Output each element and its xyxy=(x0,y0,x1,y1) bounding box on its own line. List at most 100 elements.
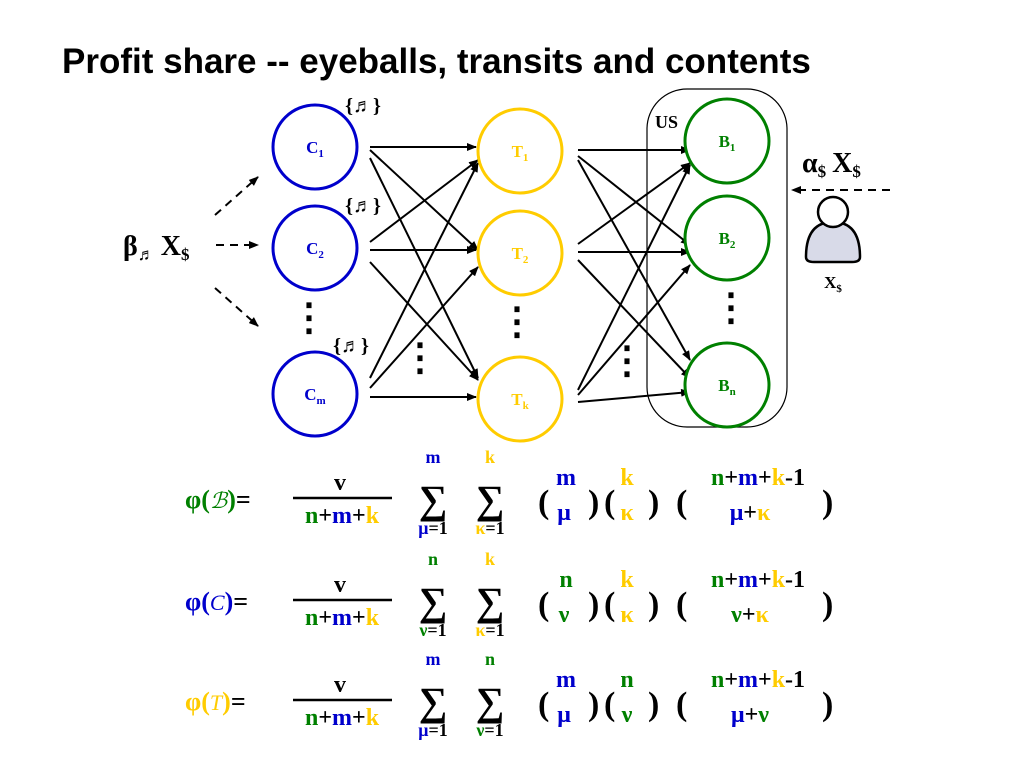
binom-paren: ( xyxy=(538,686,549,723)
sum-sign: ∑ xyxy=(419,477,448,522)
formula-lhs: φ(ℬ)= xyxy=(185,485,251,514)
sum-upper-limit: k xyxy=(485,447,495,467)
transit-eyeball-arrow xyxy=(577,155,691,246)
transit-node-1 xyxy=(476,107,564,195)
binom-top: n xyxy=(620,667,633,693)
formula-denominator: n+m+k xyxy=(305,503,380,529)
sum-lower-limit: κ=1 xyxy=(475,518,504,538)
sum-sign: ∑ xyxy=(476,579,505,624)
binom-bottom: κ xyxy=(620,500,634,526)
sum-lower-limit: μ=1 xyxy=(418,720,447,740)
binom-paren: ) xyxy=(822,484,833,521)
formula-denominator: n+m+k xyxy=(305,705,380,731)
formula-lhs: φ(T)= xyxy=(185,687,246,716)
transit-eyeball-arrow xyxy=(577,388,691,403)
sum-sign: ∑ xyxy=(476,477,505,522)
content-transit-arrow xyxy=(369,261,479,381)
music-set-label-3: {♬} xyxy=(333,335,369,357)
binom-paren: ) xyxy=(648,686,659,723)
binom-paren: ( xyxy=(676,686,687,723)
sum-sign: ∑ xyxy=(419,579,448,624)
page-title: Profit share -- eyeballs, transits and c… xyxy=(62,42,811,81)
transit-eyeball-arrow xyxy=(577,259,691,379)
sum-upper-limit: m xyxy=(426,447,441,467)
binom-paren: ( xyxy=(538,586,549,623)
sum-upper-limit: n xyxy=(428,549,438,569)
binom-top: k xyxy=(620,465,634,491)
us-label: US xyxy=(655,112,678,132)
beta-arrow-down xyxy=(214,287,259,327)
transit-eyeball-arrow xyxy=(577,164,691,391)
binom-top: n xyxy=(559,567,572,593)
binom-bottom: ν xyxy=(558,602,570,628)
binom-paren: ) xyxy=(588,484,599,521)
eyeball-node-label: B2 xyxy=(719,229,736,251)
formula-numerator: v xyxy=(334,470,346,496)
content-transit-arrow xyxy=(369,162,479,379)
binom-top: n+m+k-1 xyxy=(711,567,805,593)
binom-paren: ) xyxy=(822,586,833,623)
content-node-label: C1 xyxy=(306,138,324,160)
binom-top: n+m+k-1 xyxy=(711,667,805,693)
binom-paren: ( xyxy=(604,586,615,623)
sum-sign: ∑ xyxy=(476,679,505,724)
binom-bottom: μ+κ xyxy=(730,500,771,526)
binom-top: m xyxy=(556,667,576,693)
transit-node-label: T2 xyxy=(512,244,529,266)
sum-lower-limit: κ=1 xyxy=(475,620,504,640)
binom-paren: ) xyxy=(648,586,659,623)
eyeball-node-2 xyxy=(683,194,771,282)
link-arrows xyxy=(214,143,890,403)
binom-bottom: ν xyxy=(621,702,633,728)
binom-bottom: μ xyxy=(557,702,571,728)
formula-numerator: v xyxy=(334,572,346,598)
binom-paren: ( xyxy=(538,484,549,521)
binom-paren: ) xyxy=(822,686,833,723)
person-icon xyxy=(804,195,862,264)
transit-node-label: Tk xyxy=(511,390,529,412)
user-label: X$ xyxy=(824,273,842,295)
binom-paren: ) xyxy=(588,686,599,723)
music-set-label-2: {♬} xyxy=(345,195,381,217)
transit-node-3 xyxy=(476,355,564,443)
content-node-3 xyxy=(271,350,359,438)
binom-paren: ) xyxy=(588,586,599,623)
binom-paren: ( xyxy=(604,686,615,723)
profit-share-formulas: φ(ℬ)=vn+m+km∑μ=1k∑κ=1(mμ)(kκ)(n+m+k-1μ+κ… xyxy=(185,447,833,740)
binom-paren: ( xyxy=(676,586,687,623)
sum-sign: ∑ xyxy=(419,679,448,724)
formula-row-3: φ(T)=vn+m+km∑μ=1n∑ν=1(mμ)(nν)(n+m+k-1μ+ν… xyxy=(185,649,833,740)
eyeball-node-3 xyxy=(683,341,771,429)
binom-paren: ( xyxy=(676,484,687,521)
content-node-2 xyxy=(271,204,359,292)
eyeball-node-label: Bn xyxy=(718,376,735,398)
sum-upper-limit: m xyxy=(426,649,441,669)
formula-numerator: v xyxy=(334,672,346,698)
formula-denominator: n+m+k xyxy=(305,605,380,631)
content-transit-arrow xyxy=(369,266,479,389)
binom-bottom: κ xyxy=(620,602,634,628)
transit-eyeball-arrow xyxy=(577,264,691,396)
cross-ellipsis-right: ⋮ xyxy=(608,340,646,382)
transit-eyeball-arrow xyxy=(577,159,691,361)
cross-ellipsis-left: ⋮ xyxy=(401,337,439,379)
sum-upper-limit: k xyxy=(485,549,495,569)
transit-node-2 xyxy=(476,209,564,297)
content-transit-arrow xyxy=(369,157,479,379)
sum-lower-limit: ν=1 xyxy=(418,620,446,640)
binom-bottom: μ+ν xyxy=(731,702,769,728)
eyeball-ellipsis: ⋮ xyxy=(712,287,750,329)
binom-bottom: μ xyxy=(557,500,571,526)
music-set-label-1: {♬} xyxy=(345,95,381,117)
binom-paren: ( xyxy=(604,484,615,521)
sum-upper-limit: n xyxy=(485,649,495,669)
formula-row-2: φ(C)=vn+m+kn∑ν=1k∑κ=1(nν)(kκ)(n+m+k-1ν+κ… xyxy=(185,549,833,640)
beta-arrow-up xyxy=(214,176,259,216)
transit-ellipsis: ⋮ xyxy=(498,301,536,343)
content-node-1 xyxy=(271,103,359,191)
transit-eyeball-arrow xyxy=(577,162,691,245)
content-transit-arrow xyxy=(369,159,479,243)
eyeball-node-label: B1 xyxy=(719,132,736,154)
formula-row-1: φ(ℬ)=vn+m+km∑μ=1k∑κ=1(mμ)(kκ)(n+m+k-1μ+κ… xyxy=(185,447,833,538)
